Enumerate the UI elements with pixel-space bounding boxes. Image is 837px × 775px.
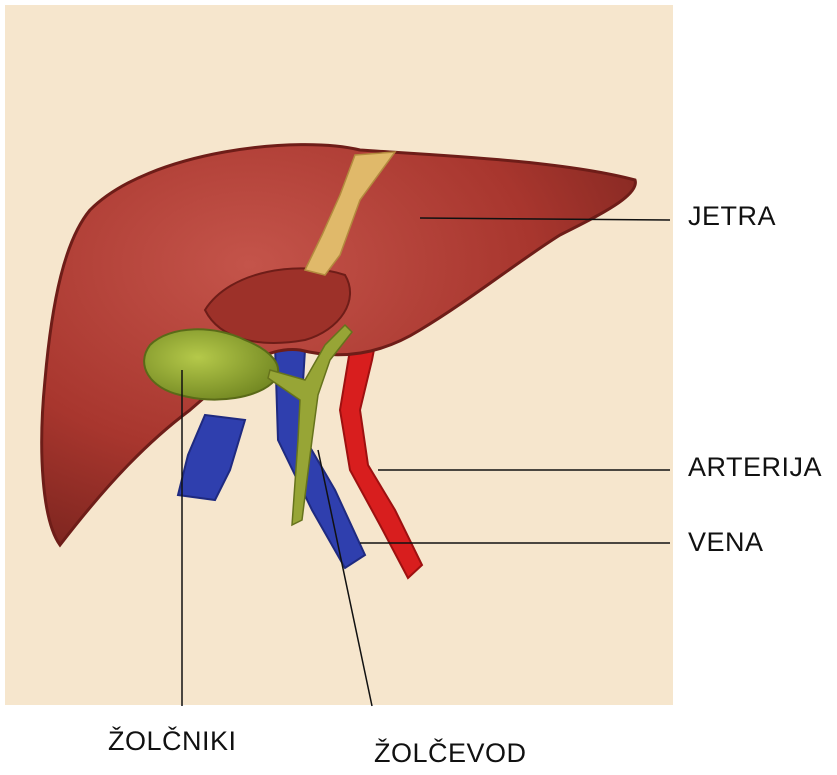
label-bile-duct: ŽOLČEVOD [374, 738, 527, 769]
label-vein: VENA [688, 527, 764, 558]
label-artery: ARTERIJA [688, 452, 822, 483]
label-liver: JETRA [688, 201, 776, 232]
label-gallbladder: ŽOLČNIKI [108, 726, 237, 757]
